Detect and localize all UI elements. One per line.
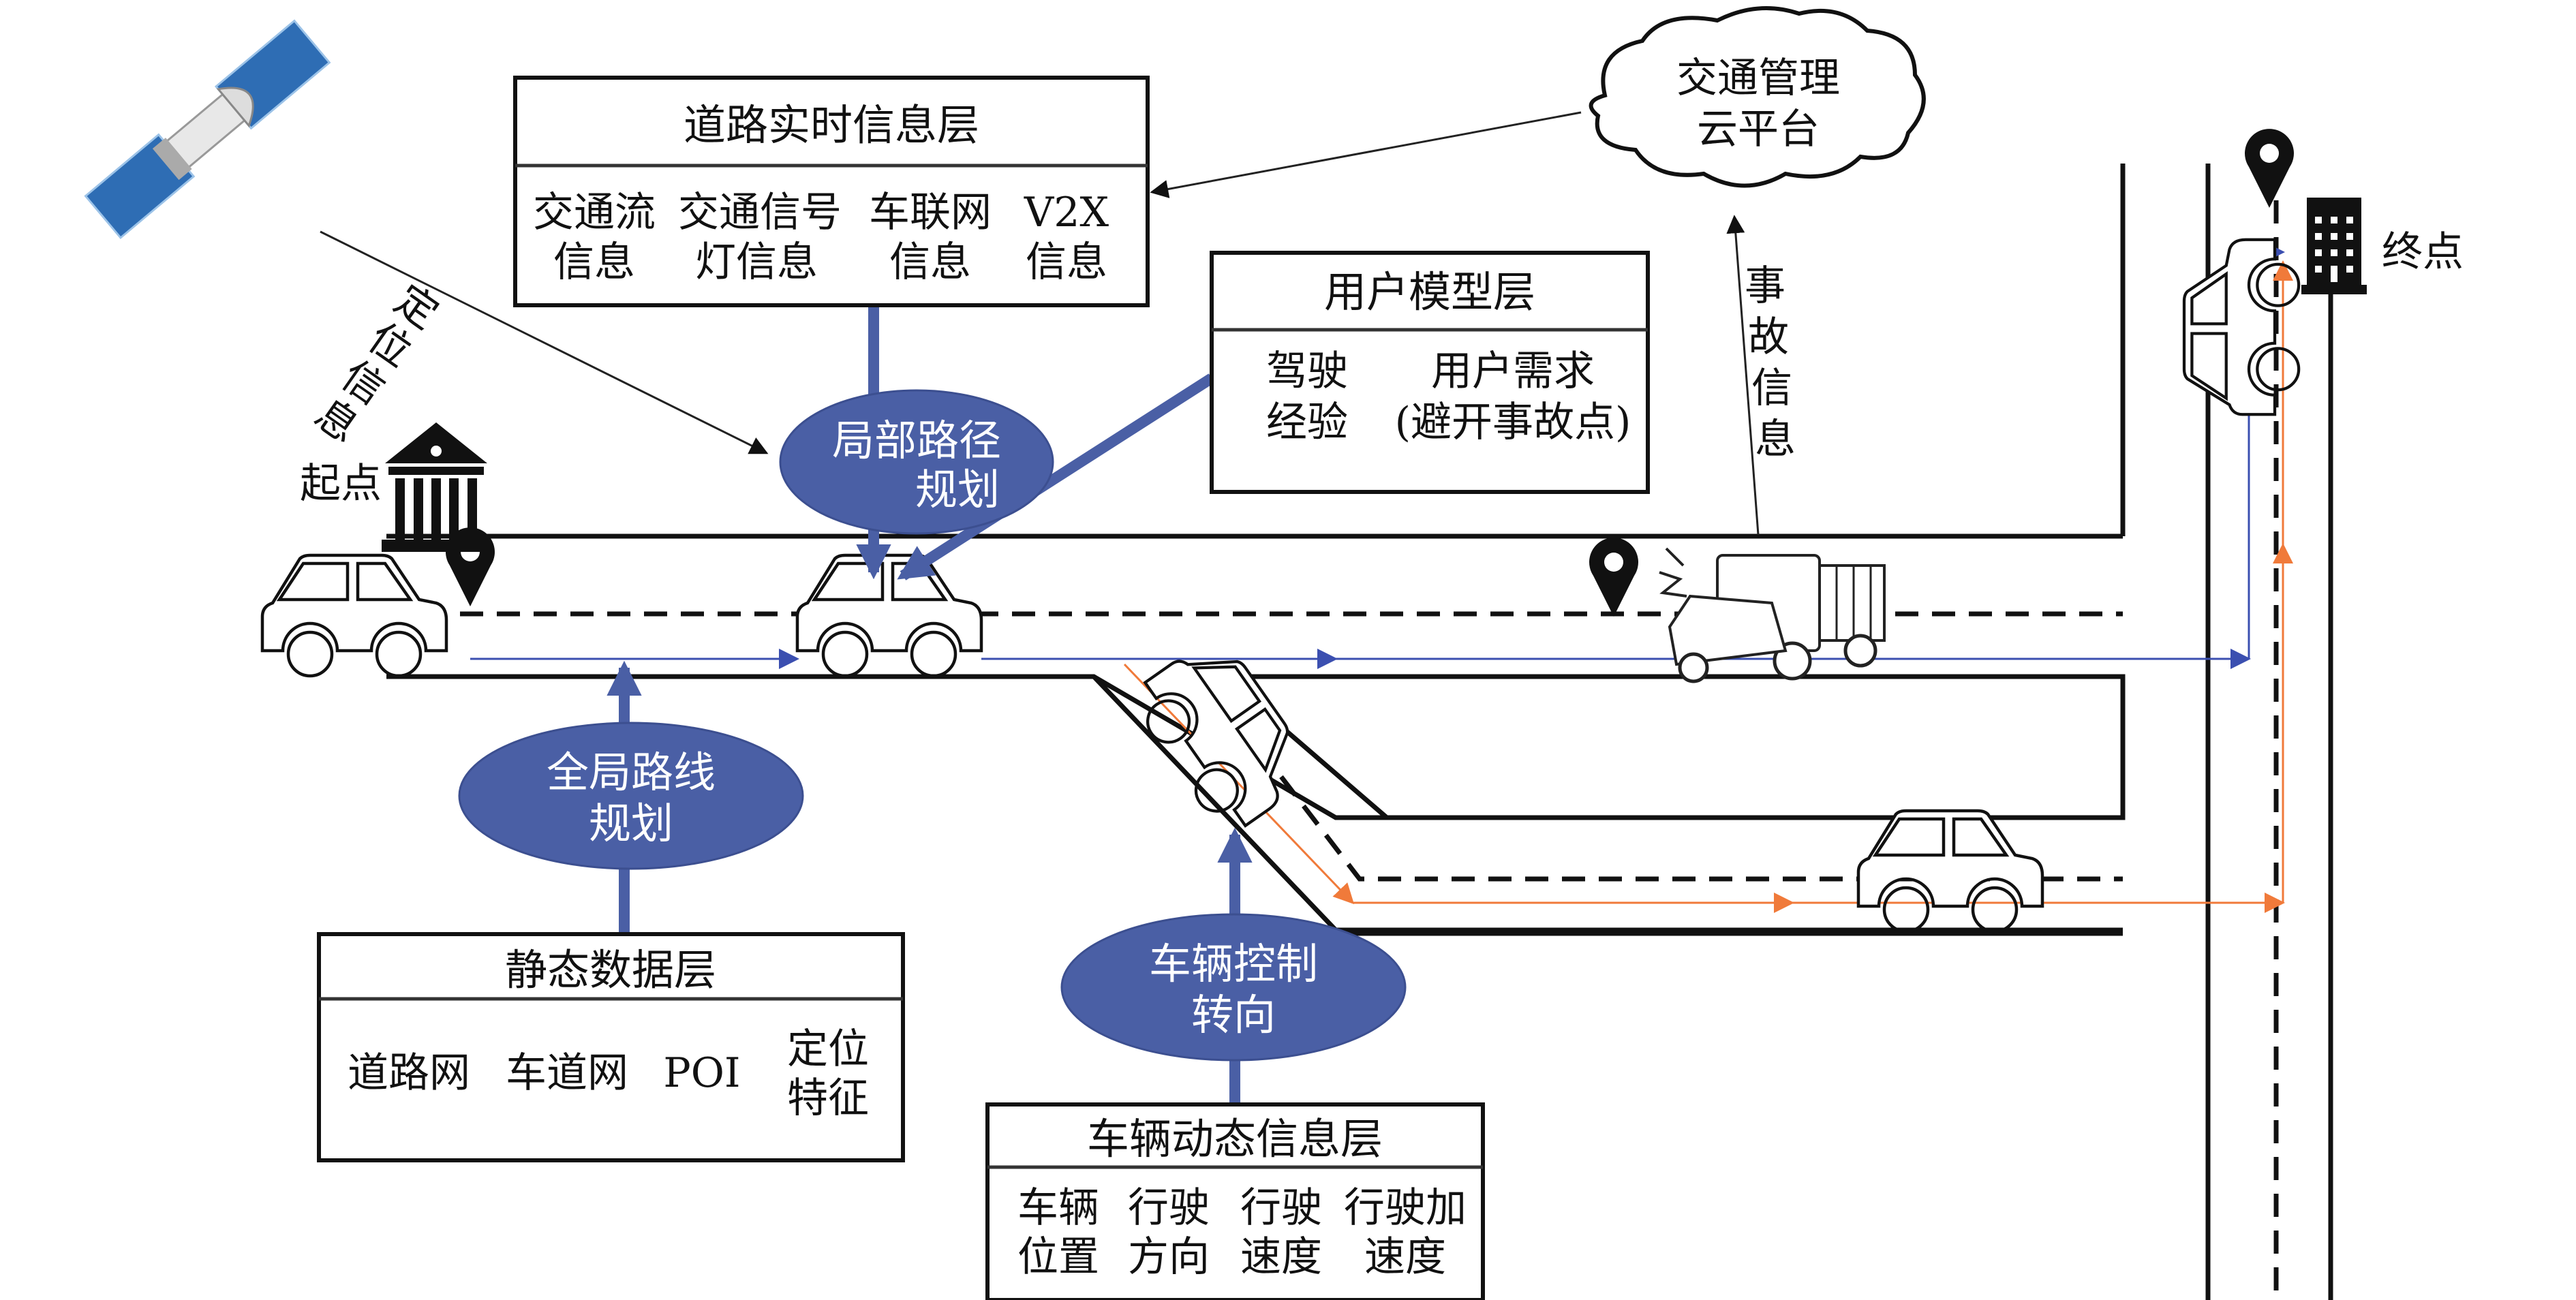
cloud-to-road-layer-arrow xyxy=(1150,111,1582,198)
satellite-icon xyxy=(84,19,331,240)
static-data-layer: 静态数据层 道路网 车道网 POI 定位 特征 xyxy=(317,932,905,1162)
svg-text:道路网: 道路网 xyxy=(348,1049,470,1097)
svg-text:道路实时信息层: 道路实时信息层 xyxy=(684,100,979,150)
svg-text:灯信息: 灯信息 xyxy=(695,238,818,286)
local-path-planning-node: 局部路径 规划 xyxy=(779,389,1054,535)
accident-info-label: 事 故 信 息 xyxy=(1745,262,1796,463)
svg-text:信息: 信息 xyxy=(1026,238,1107,286)
destination-map-pin-icon xyxy=(2245,129,2294,208)
start-car-icon xyxy=(262,555,446,676)
svg-text:故: 故 xyxy=(1748,313,1789,361)
svg-text:用户需求: 用户需求 xyxy=(1431,347,1595,395)
svg-text:车辆: 车辆 xyxy=(1017,1184,1099,1232)
accident-info-arrow xyxy=(1726,215,1760,536)
svg-text:车辆控制: 车辆控制 xyxy=(1149,939,1318,989)
office-building-icon xyxy=(2301,198,2367,294)
global-route-planning-node: 全局路线 规划 xyxy=(458,722,804,870)
svg-text:静态数据层: 静态数据层 xyxy=(505,945,716,995)
svg-text:车联网: 车联网 xyxy=(869,189,992,236)
svg-text:交通信号: 交通信号 xyxy=(678,189,842,236)
svg-text:行驶: 行驶 xyxy=(1240,1184,1322,1232)
svg-text:息: 息 xyxy=(1755,416,1796,463)
bank-building-icon xyxy=(382,422,491,552)
svg-text:(避开事故点): (避开事故点) xyxy=(1395,399,1631,446)
user-model-layer: 用户模型层 驾驶 经验 用户需求 (避开事故点) xyxy=(1210,251,1650,494)
svg-text:车道网: 车道网 xyxy=(506,1049,628,1097)
cloud-shape xyxy=(1589,6,1926,188)
svg-text:信: 信 xyxy=(1751,365,1792,412)
svg-text:经验: 经验 xyxy=(1266,399,1348,446)
svg-text:转向: 转向 xyxy=(1191,990,1276,1040)
svg-text:事: 事 xyxy=(1745,262,1785,310)
cloud-line1: 交通管理 xyxy=(1676,55,1840,102)
branch-road-inner-edge xyxy=(1221,675,2123,820)
svg-text:交通流: 交通流 xyxy=(533,189,656,236)
svg-text:POI: POI xyxy=(663,1049,740,1097)
svg-text:规划: 规划 xyxy=(589,799,673,848)
destination-car-icon xyxy=(2184,240,2299,415)
rerouted-path-diagonal xyxy=(1123,663,1355,905)
svg-text:规划: 规划 xyxy=(915,465,1000,514)
vehicle-dynamic-info-layer: 车辆动态信息层 车辆 位置 行驶 方向 行驶 速度 行驶加 速度 xyxy=(985,1102,1485,1300)
svg-text:用户模型层: 用户模型层 xyxy=(1324,267,1535,317)
svg-text:行驶: 行驶 xyxy=(1128,1184,1210,1232)
svg-text:局部路径: 局部路径 xyxy=(832,416,1001,465)
car-crash-icon xyxy=(1659,547,1886,683)
svg-text:车辆动态信息层: 车辆动态信息层 xyxy=(1087,1114,1383,1164)
positioning-info-label: 定 位 信 息 xyxy=(306,276,446,452)
svg-text:V2X: V2X xyxy=(1024,189,1109,236)
svg-text:驾驶: 驾驶 xyxy=(1266,347,1348,395)
user-model-to-ego-link xyxy=(897,373,1215,581)
svg-text:行驶加: 行驶加 xyxy=(1344,1184,1467,1232)
svg-text:信息: 信息 xyxy=(889,238,971,286)
svg-text:位置: 位置 xyxy=(1017,1233,1099,1281)
svg-text:定位: 定位 xyxy=(787,1025,869,1073)
svg-text:信息: 信息 xyxy=(553,238,635,286)
svg-text:方向: 方向 xyxy=(1128,1233,1210,1281)
traffic-management-cloud: 交通管理 云平台 xyxy=(1589,6,1926,188)
positioning-info-arrow xyxy=(320,230,769,454)
start-label: 起点 xyxy=(300,460,382,508)
cloud-line2: 云平台 xyxy=(1697,106,1820,153)
vehicle-control-node: 车辆控制 转向 xyxy=(1060,913,1407,1062)
accident-map-pin-icon xyxy=(1589,538,1638,617)
lower-road-car-icon xyxy=(1858,811,2042,931)
ego-car-icon xyxy=(797,555,981,676)
end-label: 终点 xyxy=(2382,228,2464,276)
svg-text:速度: 速度 xyxy=(1364,1233,1446,1281)
svg-text:速度: 速度 xyxy=(1240,1233,1322,1281)
svg-text:特征: 特征 xyxy=(787,1074,869,1122)
svg-text:全局路线: 全局路线 xyxy=(547,747,716,797)
road-realtime-info-layer: 道路实时信息层 交通流 信息 交通信号 灯信息 车联网 信息 V2X 信息 xyxy=(513,76,1150,307)
